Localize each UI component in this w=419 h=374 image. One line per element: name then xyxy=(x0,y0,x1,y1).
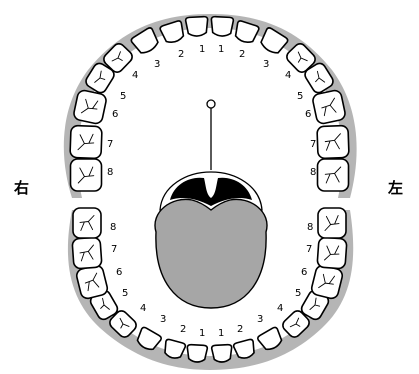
tooth-number-lower-left-5: 5 xyxy=(295,288,301,299)
tooth-number-lower-left-6: 6 xyxy=(301,267,307,278)
tooth-number-upper-right-6: 6 xyxy=(112,109,118,120)
tooth-upper-right-6 xyxy=(73,89,108,124)
left-side-label: 左 xyxy=(387,179,403,197)
tooth-upper-left-7 xyxy=(317,125,349,158)
tooth-number-upper-left-6: 6 xyxy=(305,109,311,120)
tooth-upper-left-8 xyxy=(318,159,349,191)
tooth-upper-right-7 xyxy=(70,125,102,158)
tooth-number-upper-right-3: 3 xyxy=(154,59,160,70)
tooth-number-upper-left-8: 8 xyxy=(310,167,316,178)
tooth-number-lower-left-1: 1 xyxy=(218,328,224,339)
tooth-number-upper-right-5: 5 xyxy=(120,91,126,102)
tooth-upper-left-6 xyxy=(312,89,347,124)
tooth-lower-right-1 xyxy=(187,344,208,362)
tongue xyxy=(155,172,267,308)
tooth-number-upper-left-5: 5 xyxy=(297,91,303,102)
tooth-number-lower-right-3: 3 xyxy=(160,314,166,325)
tooth-number-lower-right-7: 7 xyxy=(111,244,117,255)
tooth-number-lower-right-1: 1 xyxy=(199,328,205,339)
tooth-number-lower-right-6: 6 xyxy=(116,267,122,278)
tooth-lower-left-7 xyxy=(317,237,347,269)
tooth-upper-right-1 xyxy=(185,16,208,36)
tooth-number-upper-right-2: 2 xyxy=(178,49,184,60)
tooth-lower-left-8 xyxy=(318,208,346,238)
tooth-number-upper-left-2: 2 xyxy=(239,49,245,60)
tooth-number-upper-right-8: 8 xyxy=(107,167,113,178)
tooth-number-lower-right-5: 5 xyxy=(122,288,128,299)
right-side-label: 右 xyxy=(14,179,29,197)
tooth-number-upper-right-7: 7 xyxy=(107,139,113,150)
tooth-number-lower-left-3: 3 xyxy=(257,314,263,325)
tooth-number-upper-left-3: 3 xyxy=(263,59,269,70)
tooth-lower-right-7 xyxy=(72,237,102,269)
tooth-number-lower-right-4: 4 xyxy=(140,303,146,314)
tooth-number-upper-left-7: 7 xyxy=(310,139,316,150)
tooth-number-upper-right-4: 4 xyxy=(132,70,138,81)
tooth-number-lower-left-4: 4 xyxy=(277,303,283,314)
tooth-number-upper-right-1: 1 xyxy=(199,44,205,55)
tooth-number-upper-left-1: 1 xyxy=(218,44,224,55)
tooth-upper-left-1 xyxy=(211,16,234,36)
tooth-number-upper-left-4: 4 xyxy=(285,70,291,81)
tooth-upper-right-8 xyxy=(71,159,102,191)
tooth-lower-right-8 xyxy=(73,208,101,238)
tooth-number-lower-right-2: 2 xyxy=(180,324,186,335)
tooth-lower-left-1 xyxy=(212,344,233,362)
tooth-number-lower-left-8: 8 xyxy=(307,222,313,233)
tooth-number-lower-left-7: 7 xyxy=(306,244,312,255)
uvula-marker xyxy=(207,100,215,170)
tooth-number-lower-left-2: 2 xyxy=(237,324,243,335)
tooth-number-lower-right-8: 8 xyxy=(110,222,116,233)
